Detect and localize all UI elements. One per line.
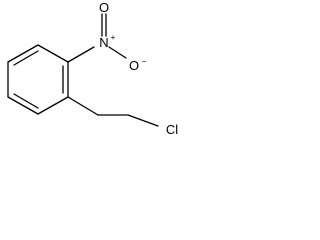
ring-inner-double-bond-upper-left xyxy=(13,50,39,66)
nitro-oxygen-double-label: O xyxy=(99,0,109,15)
nitrogen-oxygen-single-bond xyxy=(108,46,127,59)
nitro-nitrogen-label: N xyxy=(99,35,108,50)
ring-bond-upper-left-to-top xyxy=(7,44,39,63)
ch2-to-chlorine-bond xyxy=(127,114,159,127)
benzene-ring xyxy=(7,44,69,115)
ring-bond-lower-right-to-bottom xyxy=(37,96,69,115)
ring-bond-top-to-upper-right xyxy=(37,44,69,63)
ring-to-nitrogen-bond xyxy=(67,46,95,63)
chloroethyl-chain: Cl xyxy=(67,96,178,137)
nitro-oxygen-charge: − xyxy=(142,57,147,66)
ring-bond-bottom-to-lower-left xyxy=(7,96,39,115)
ring-inner-double-bond-lower-left xyxy=(13,93,39,109)
chlorine-label: Cl xyxy=(166,122,178,137)
nitro-nitrogen-charge: + xyxy=(111,33,116,42)
molecule-structure-diagram: N + O O − Cl xyxy=(7,0,178,137)
ring-to-ch2-bond xyxy=(67,96,99,116)
nitro-group: N + O O − xyxy=(67,0,147,73)
nitro-oxygen-single-label: O xyxy=(129,58,139,73)
